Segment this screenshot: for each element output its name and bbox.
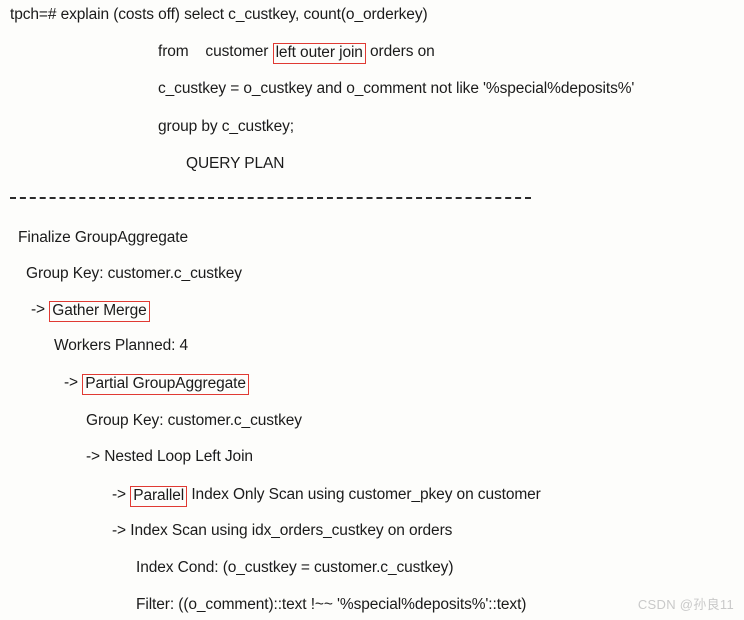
sql-prompt-line: tpch=# explain (costs off) select c_cust…: [10, 6, 428, 23]
sql-from-line: from customer left outer join orders on: [158, 42, 435, 64]
plan-line-finalize-groupaggregate: Finalize GroupAggregate: [18, 229, 189, 246]
plan-line-nested-loop-left-join: -> Nested Loop Left Join: [86, 447, 253, 467]
sql-from-after: orders on: [365, 43, 435, 60]
plan-label: Index Scan using idx_orders_custkey on o…: [130, 522, 453, 539]
separator-rule: [10, 197, 531, 199]
sql-where-line: c_custkey = o_custkey and o_comment not …: [158, 80, 635, 97]
csdn-watermark: CSDN @孙良11: [637, 597, 734, 612]
highlight-parallel: Parallel: [130, 486, 188, 507]
sql-groupby-line: group by c_custkey;: [158, 118, 294, 135]
plan-line-index-cond: Index Cond: (o_custkey = customer.c_cust…: [136, 559, 454, 576]
plan-arrow: ->: [112, 522, 131, 539]
plan-line-parallel-index-only-scan: -> Parallel Index Only Scan using custom…: [112, 485, 541, 507]
plan-line-workers-planned: Workers Planned: 4: [54, 337, 189, 354]
sql-from-before: from customer: [158, 43, 273, 60]
plan-line-group-key-inner: Group Key: customer.c_custkey: [86, 412, 302, 429]
plan-line-index-scan: -> Index Scan using idx_orders_custkey o…: [112, 521, 452, 541]
highlight-partial-groupaggregate: Partial GroupAggregate: [82, 374, 249, 395]
highlight-left-outer-join: left outer join: [272, 43, 366, 64]
plan-arrow: ->: [31, 301, 50, 318]
plan-label: Index Only Scan using customer_pkey on c…: [187, 486, 541, 503]
plan-arrow: ->: [64, 374, 83, 391]
plan-line-filter: Filter: ((o_comment)::text !~~ '%special…: [136, 596, 527, 613]
plan-line-gather-merge: -> Gather Merge: [31, 300, 150, 322]
plan-line-partial-groupaggregate: -> Partial GroupAggregate: [64, 373, 249, 395]
highlight-gather-merge: Gather Merge: [49, 301, 150, 322]
plan-arrow: ->: [86, 448, 105, 465]
query-plan-header: QUERY PLAN: [186, 155, 285, 172]
plan-label: Nested Loop Left Join: [104, 448, 253, 465]
plan-arrow: ->: [112, 486, 131, 503]
plan-line-group-key-outer: Group Key: customer.c_custkey: [26, 265, 242, 282]
